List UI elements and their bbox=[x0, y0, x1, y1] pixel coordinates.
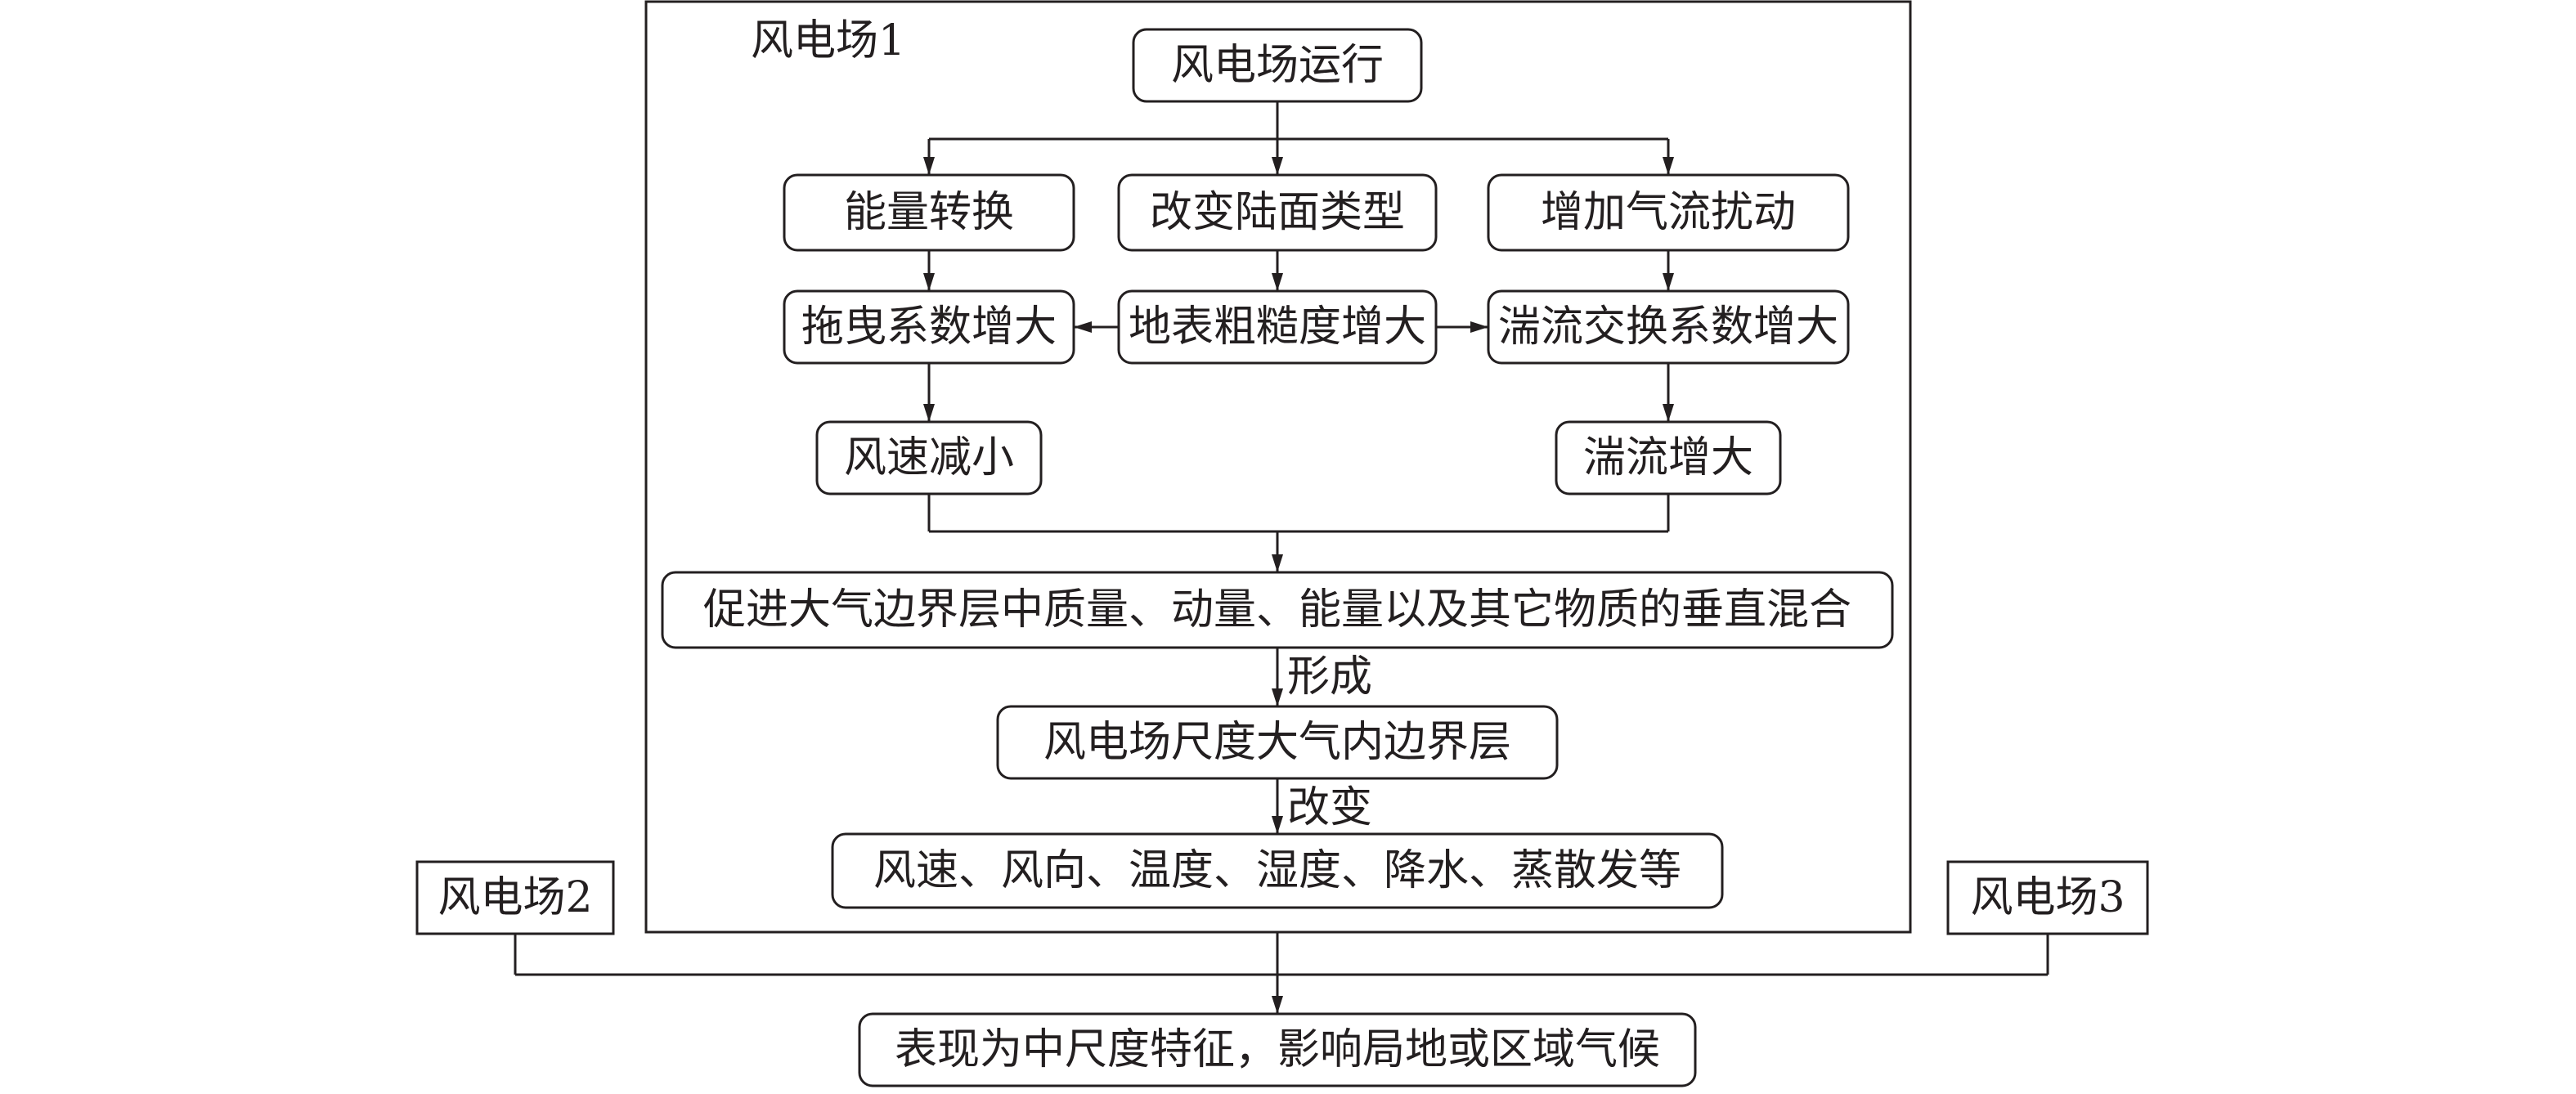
node-airflow: 增加气流扰动 bbox=[1487, 173, 1850, 252]
node-wind-farm-2-label: 风电场2 bbox=[438, 873, 592, 922]
node-wind-farm-3-label: 风电场3 bbox=[1970, 873, 2125, 922]
node-turb-increase: 湍流增大 bbox=[1555, 420, 1782, 495]
node-energy-conversion-label: 能量转换 bbox=[844, 188, 1014, 237]
wind-farm-1-label: 风电场1 bbox=[751, 16, 905, 65]
edge-label-change: 改变 bbox=[1287, 783, 1372, 832]
connector-farms-to-result bbox=[514, 934, 2049, 976]
node-wind-decrease-label: 风速减小 bbox=[844, 433, 1014, 482]
node-variables-label: 风速、风向、温度、湿度、降水、蒸散发等 bbox=[873, 846, 1681, 895]
node-drag: 拖曳系数增大 bbox=[783, 289, 1075, 365]
node-result: 表现为中尺度特征，影响局地或区域气候 bbox=[858, 1012, 1697, 1087]
node-roughness-label: 地表粗糙度增大 bbox=[1129, 303, 1426, 352]
node-ibl-label: 风电场尺度大气内边界层 bbox=[1043, 718, 1511, 767]
connector-merge-to-mixing bbox=[927, 494, 1670, 533]
node-result-label: 表现为中尺度特征，影响局地或区域气候 bbox=[895, 1025, 1660, 1074]
node-turb-increase-label: 湍流增大 bbox=[1583, 433, 1753, 482]
node-drag-label: 拖曳系数增大 bbox=[801, 303, 1057, 352]
node-airflow-label: 增加气流扰动 bbox=[1541, 188, 1796, 237]
node-turb-exchange-label: 湍流交换系数增大 bbox=[1498, 303, 1838, 352]
node-run-label: 风电场运行 bbox=[1171, 41, 1384, 90]
node-variables: 风速、风向、温度、湿度、降水、蒸散发等 bbox=[831, 832, 1724, 909]
node-land-surface-label: 改变陆面类型 bbox=[1150, 188, 1405, 237]
node-mixing: 促进大气边界层中质量、动量、能量以及其它物质的垂直混合 bbox=[661, 571, 1894, 649]
node-run: 风电场运行 bbox=[1132, 28, 1423, 103]
node-wind-decrease: 风速减小 bbox=[815, 420, 1043, 495]
node-roughness: 地表粗糙度增大 bbox=[1117, 289, 1438, 365]
node-land-surface: 改变陆面类型 bbox=[1117, 173, 1438, 252]
node-turb-exchange: 湍流交换系数增大 bbox=[1487, 289, 1850, 365]
node-energy-conversion: 能量转换 bbox=[783, 173, 1075, 252]
node-ibl: 风电场尺度大气内边界层 bbox=[996, 705, 1559, 780]
node-mixing-label: 促进大气边界层中质量、动量、能量以及其它物质的垂直混合 bbox=[703, 585, 1851, 634]
edge-label-form: 形成 bbox=[1287, 652, 1372, 702]
connector-run-split bbox=[929, 101, 1668, 141]
node-wind-farm-3: 风电场3 bbox=[1946, 860, 2149, 935]
node-wind-farm-2: 风电场2 bbox=[415, 860, 615, 935]
